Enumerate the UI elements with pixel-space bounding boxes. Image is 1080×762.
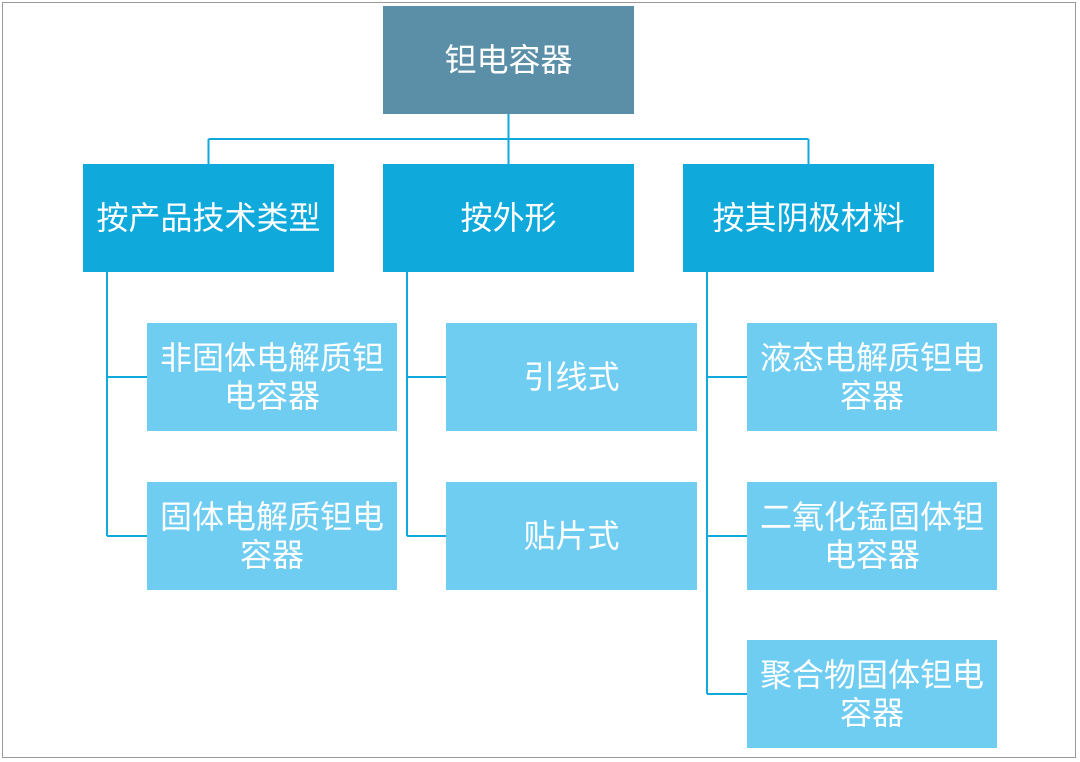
leaf-label: 聚合物固体钽电容器 <box>759 655 984 732</box>
category-node-cathode-material: 按其阴极材料 <box>683 164 934 272</box>
leaf-node-non-solid-electrolyte: 非固体电解质钽电容器 <box>147 323 397 431</box>
leaf-node-solid-electrolyte: 固体电解质钽电容器 <box>147 482 397 590</box>
leaf-node-polymer-solid: 聚合物固体钽电容器 <box>747 640 997 748</box>
leaf-label: 固体电解质钽电容器 <box>159 497 384 574</box>
category-label: 按产品技术类型 <box>96 198 321 237</box>
leaf-node-lead-type: 引线式 <box>446 323 697 431</box>
leaf-label: 二氧化锰固体钽电容器 <box>759 497 984 574</box>
category-node-shape: 按外形 <box>383 164 634 272</box>
leaf-node-chip-type: 贴片式 <box>446 482 697 590</box>
root-node: 钽电容器 <box>383 6 634 114</box>
category-node-product-technology: 按产品技术类型 <box>83 164 334 272</box>
leaf-label: 液态电解质钽电容器 <box>759 338 984 415</box>
leaf-node-manganese-dioxide-solid: 二氧化锰固体钽电容器 <box>747 482 997 590</box>
leaf-label: 贴片式 <box>523 516 620 555</box>
leaf-label: 引线式 <box>523 357 620 396</box>
leaf-label: 非固体电解质钽电容器 <box>159 338 384 415</box>
root-label: 钽电容器 <box>444 40 573 79</box>
leaf-node-liquid-electrolyte: 液态电解质钽电容器 <box>747 323 997 431</box>
category-label: 按其阴极材料 <box>712 198 905 237</box>
category-label: 按外形 <box>460 198 557 237</box>
